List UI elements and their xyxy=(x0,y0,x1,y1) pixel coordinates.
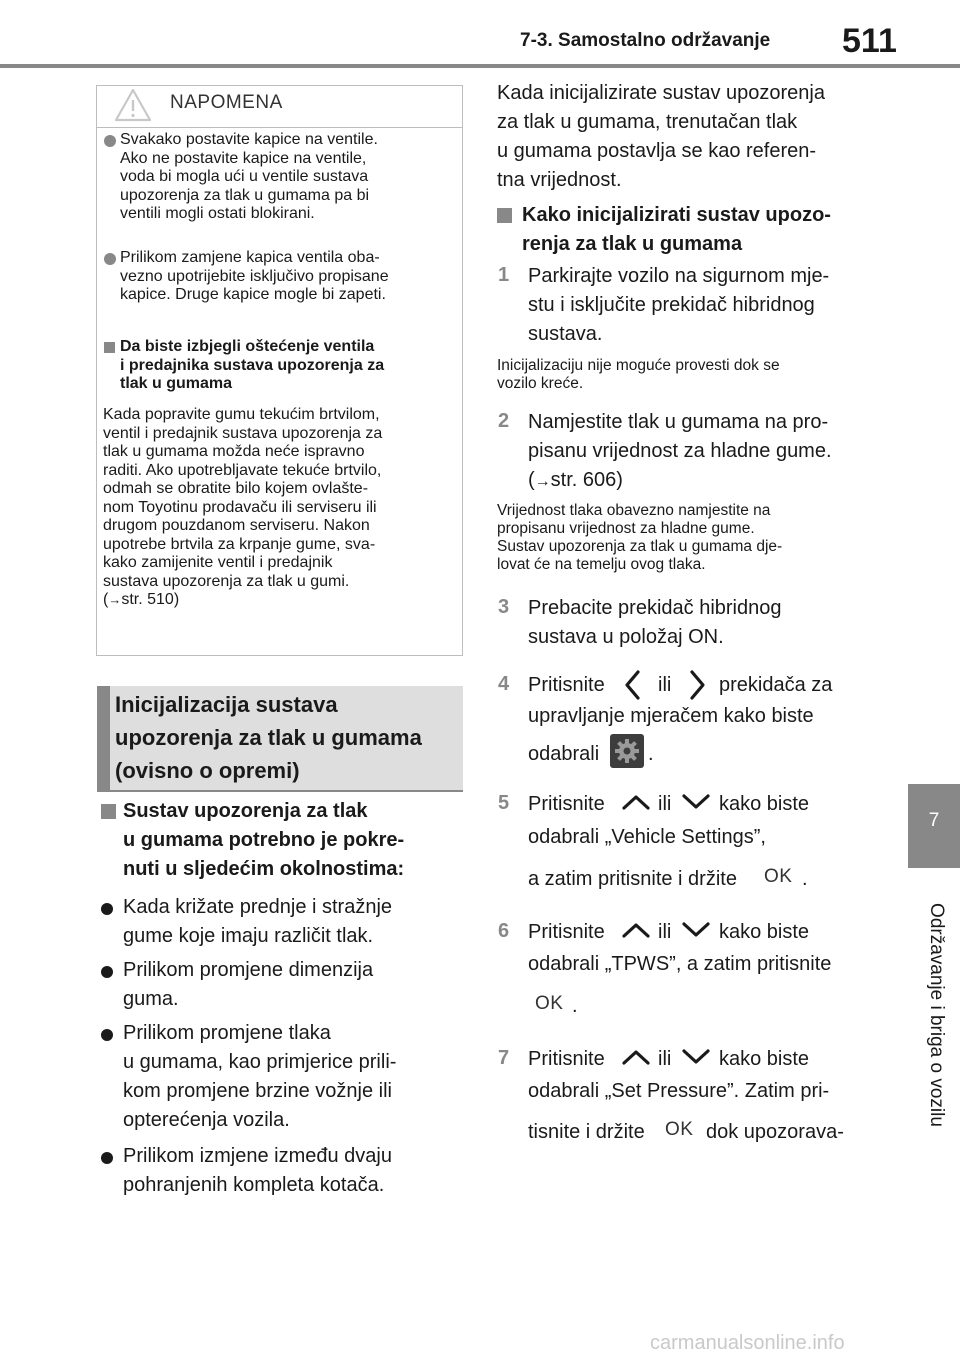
step-4-end: . xyxy=(648,743,654,765)
step-4-b: ili xyxy=(658,674,672,696)
step-number: 7 xyxy=(498,1047,510,1069)
step-7-a: Pritisnite xyxy=(528,1048,605,1070)
bullet-icon xyxy=(101,903,113,915)
notice-box xyxy=(96,85,463,656)
step-6-b: ili xyxy=(658,921,672,943)
step-5-a: Pritisnite xyxy=(528,793,605,815)
arrow-right-icon: → xyxy=(108,592,122,607)
settings-gear-icon xyxy=(610,734,644,768)
notice-bullet-1: Svakako postavite kapice na ventile.Ako … xyxy=(120,131,378,222)
step-4-c: prekidača za xyxy=(719,674,833,696)
notice-title: NAPOMENA xyxy=(170,92,283,113)
chapter-tab: 7 xyxy=(908,784,960,868)
step-6-end: . xyxy=(572,995,578,1017)
step-5-line3: a zatim pritisnite i držite xyxy=(528,868,737,890)
open-paren: ( xyxy=(103,591,109,608)
step-4-line3: odabrali xyxy=(528,743,600,765)
step-1-text: Parkirajte vozilo na sigurnom mje-stu i … xyxy=(528,265,830,345)
step-7-line2: odabrali „Set Pressure”. Zatim pri- xyxy=(528,1080,830,1102)
watermark: carmanualsonline.info xyxy=(650,1332,845,1354)
step-number: 3 xyxy=(498,596,510,618)
page-ref[interactable]: str. 510 xyxy=(121,591,174,608)
square-bullet-icon xyxy=(104,342,115,353)
chevron-down-icon xyxy=(682,922,710,937)
bullet-icon xyxy=(101,1152,113,1164)
step-7-line3a: tisnite i držite xyxy=(528,1121,645,1143)
bullet-icon xyxy=(101,1029,113,1041)
step-5-end: . xyxy=(802,868,808,890)
step-1-note: Inicijalizaciju nije moguće provesti dok… xyxy=(497,357,780,392)
right-subheading: Kako inicijalizirati sustav upozo-renja … xyxy=(522,204,831,255)
page-ref[interactable]: str. 606) xyxy=(550,469,623,491)
chevron-up-icon xyxy=(622,923,650,938)
step-5-line2: odabrali „Vehicle Settings”, xyxy=(528,826,766,848)
warning-icon xyxy=(114,88,152,122)
section-title: 7-3. Samostalno održavanje xyxy=(520,30,771,51)
chevron-up-icon xyxy=(622,795,650,810)
bullet-dot-icon xyxy=(104,135,116,147)
page-number: 511 xyxy=(842,22,897,60)
chapter-label: Održavanje i briga o vozilu xyxy=(926,903,947,1127)
bullet-icon xyxy=(101,966,113,978)
section-heading-box xyxy=(97,686,463,790)
ok-button-icon: OK xyxy=(665,1119,694,1140)
step-6-line2: odabrali „TPWS”, a zatim pritisnite xyxy=(528,953,832,975)
notice-bullet-2: Prilikom zamjene kapica ventila oba-vezn… xyxy=(120,249,389,303)
chevron-up-icon xyxy=(622,1050,650,1065)
step-7-line3b: dok upozorava- xyxy=(706,1121,844,1143)
ok-button-icon: OK xyxy=(535,993,564,1014)
header-rule xyxy=(0,64,960,68)
ok-button-icon: OK xyxy=(764,866,793,887)
chevron-right-icon xyxy=(690,670,705,700)
step-number: 6 xyxy=(498,920,510,942)
step-7-b: ili xyxy=(658,1048,672,1070)
chapter-number: 7 xyxy=(928,810,940,831)
square-bullet-icon xyxy=(497,208,512,223)
step-6-a: Pritisnite xyxy=(528,921,605,943)
step-4-line2: upravljanje mjeračem kako biste xyxy=(528,705,814,727)
bullet-dot-icon xyxy=(104,253,116,265)
chevron-down-icon xyxy=(682,1049,710,1064)
arrow-right-icon: → xyxy=(534,473,551,490)
step-number: 4 xyxy=(498,673,510,695)
step-number: 5 xyxy=(498,792,510,814)
chevron-down-icon xyxy=(682,794,710,809)
notice-divider xyxy=(96,127,463,128)
step-5-b: ili xyxy=(658,793,672,815)
section-heading-underline xyxy=(97,790,463,792)
step-5-c: kako biste xyxy=(719,793,810,815)
step-2-text: Namjestite tlak u gumama na pro-pisanu v… xyxy=(528,411,832,491)
square-bullet-icon xyxy=(101,804,116,819)
step-number: 2 xyxy=(498,410,510,432)
chevron-left-icon xyxy=(625,670,640,700)
notice-subtext: Kada popravite gumu tekućim brtvilom,ven… xyxy=(103,406,383,608)
section-heading-bar xyxy=(97,686,110,790)
step-7-c: kako biste xyxy=(719,1048,810,1070)
step-6-c: kako biste xyxy=(719,921,810,943)
step-4-a: Pritisnite xyxy=(528,674,605,696)
step-number: 1 xyxy=(498,264,510,286)
